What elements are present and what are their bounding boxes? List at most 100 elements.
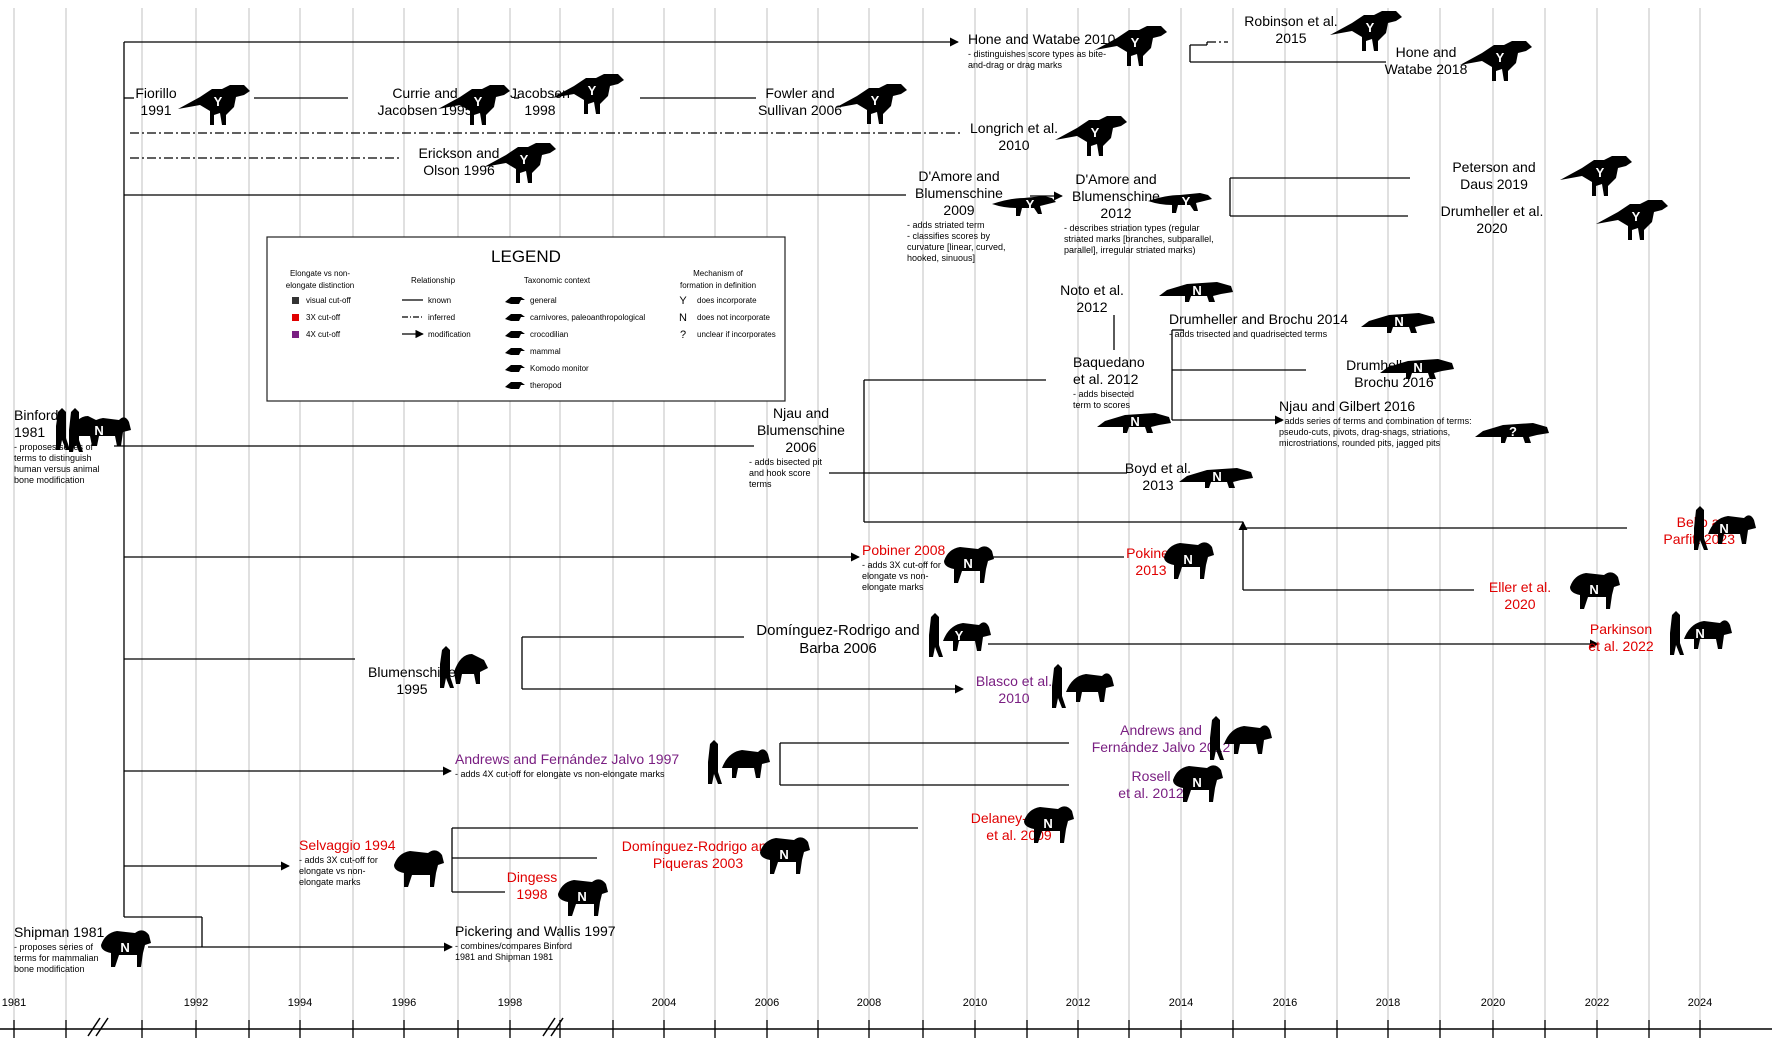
node-note: bone modification	[14, 475, 85, 485]
node-note: - adds bisected	[1073, 389, 1134, 399]
carnivore-paleo-silhouette-icon	[1210, 716, 1272, 760]
mechanism-symbol: Y	[474, 94, 483, 109]
year-label: 2014	[1169, 997, 1193, 1009]
node-njaugilbert: Njau and Gilbert 2016- adds series of te…	[1279, 398, 1472, 448]
mechanism-symbol: Y	[1091, 125, 1100, 140]
node-hone2010: Hone and Watabe 2010- distinguishes scor…	[968, 31, 1116, 70]
legend-taxon-icon	[505, 382, 525, 389]
node-note: - adds trisected and quadrisected terms	[1169, 329, 1328, 339]
node-title: 1995	[396, 681, 427, 697]
legend-col-title: Elongate vs non-	[290, 269, 350, 278]
node-title: D'Amore and	[918, 168, 999, 184]
legend-text: 3X cut-off	[306, 313, 341, 322]
node-note: - describes striation types (regular	[1064, 223, 1200, 233]
node-note: - adds 3X cut-off for	[862, 560, 941, 570]
node-title: Robinson et al.	[1244, 13, 1337, 29]
node-title: Blumenschine	[915, 185, 1003, 201]
legend-col-title: elongate distinction	[286, 281, 355, 290]
legend-text: general	[530, 296, 557, 305]
node-title: 2006	[785, 439, 816, 455]
node-title: Peterson and	[1452, 159, 1535, 175]
node-title: 2020	[1504, 596, 1535, 612]
mechanism-symbol: N	[1589, 582, 1598, 597]
node-title: Andrews and	[1120, 722, 1202, 738]
theropod-silhouette-icon: Y	[1460, 41, 1532, 81]
general-silhouette-icon	[56, 408, 104, 450]
node-andrews1997: Andrews and Fernández Jalvo 1997- adds 4…	[455, 751, 679, 779]
legend-text: known	[428, 296, 451, 305]
mechanism-symbol: Y	[871, 93, 880, 108]
mammal-silhouette-icon: N	[558, 879, 608, 916]
legend-col-title: formation in definition	[680, 281, 756, 290]
node-title: 1998	[516, 886, 547, 902]
legend-swatch	[292, 314, 299, 321]
year-label: 2024	[1688, 997, 1712, 1009]
node-noto: Noto et al.2012	[1060, 282, 1124, 315]
node-note: and hook score	[749, 468, 811, 478]
node-longrich: Longrich et al.2010	[970, 120, 1058, 153]
node-title: Parkinson	[1590, 621, 1652, 637]
node-note: terms to distinguish	[14, 453, 92, 463]
node-note: term to scores	[1073, 400, 1131, 410]
node-note: microstriations, rounded pits, jagged pi…	[1279, 438, 1441, 448]
node-title: Boyd et al.	[1125, 460, 1191, 476]
mechanism-symbol: N	[120, 940, 129, 955]
crocodilian-silhouette-icon: N	[1361, 313, 1435, 333]
mammal-silhouette-icon: N	[1024, 806, 1074, 843]
mechanism-symbol: Y	[1366, 20, 1375, 35]
theropod-silhouette-icon: Y	[484, 143, 556, 183]
carnivore-paleo-silhouette-icon: N	[1670, 611, 1732, 655]
node-title: Pokines	[1126, 545, 1176, 561]
legend-text: does incorporate	[697, 296, 757, 305]
axis-break	[542, 1017, 564, 1037]
node-title: Watabe 2018	[1385, 61, 1468, 77]
mechanism-symbol: Y	[588, 83, 597, 98]
node-title: 2015	[1275, 30, 1306, 46]
node-title: Hone and	[1396, 44, 1457, 60]
legend-symbol: N	[679, 312, 687, 324]
node-title: Fowler and	[765, 85, 834, 101]
node-title: Shipman 1981	[14, 924, 105, 940]
node-title: Fiorillo	[135, 85, 176, 101]
theropod-silhouette-icon: Y	[1596, 200, 1668, 240]
node-title: 2020	[1476, 220, 1507, 236]
node-robinson: Robinson et al.2015	[1244, 13, 1337, 46]
komodo-silhouette-icon: Y	[1148, 193, 1212, 213]
node-title: 1991	[140, 102, 171, 118]
node-note: parallel], irregular striated marks)	[1064, 245, 1196, 255]
year-label: 2010	[963, 997, 987, 1009]
theropod-silhouette-icon: Y	[178, 85, 250, 125]
legend-swatch	[292, 331, 299, 338]
node-title: Blasco et al.	[976, 673, 1052, 689]
year-label: 2018	[1376, 997, 1400, 1009]
node-note: - combines/compares Binford	[455, 941, 572, 951]
mechanism-symbol: N	[1212, 469, 1221, 484]
crocodilian-silhouette-icon: ?	[1475, 423, 1549, 443]
mechanism-symbol: N	[1043, 816, 1052, 831]
node-title: D'Amore and	[1075, 171, 1156, 187]
node-pobiner: Pobiner 2008- adds 3X cut-off forelongat…	[862, 542, 946, 592]
node-title: 2010	[998, 690, 1029, 706]
legend-text: modification	[428, 330, 471, 339]
node-note: human versus animal	[14, 464, 100, 474]
node-title: 2012	[1076, 299, 1107, 315]
node-title: et al. 2022	[1588, 638, 1654, 654]
node-title: Brochu 2016	[1354, 374, 1434, 390]
mechanism-symbol: Y	[214, 94, 223, 109]
node-note: - adds 4X cut-off for elongate vs non-el…	[455, 769, 665, 779]
node-title: Domínguez-Rodrigo and	[756, 622, 919, 639]
year-label: 1992	[184, 997, 208, 1009]
komodo-silhouette-icon: Y	[992, 196, 1056, 216]
mechanism-symbol: N	[577, 889, 586, 904]
mechanism-symbol: N	[1192, 283, 1201, 298]
mechanism-symbol: Y	[1182, 194, 1191, 209]
